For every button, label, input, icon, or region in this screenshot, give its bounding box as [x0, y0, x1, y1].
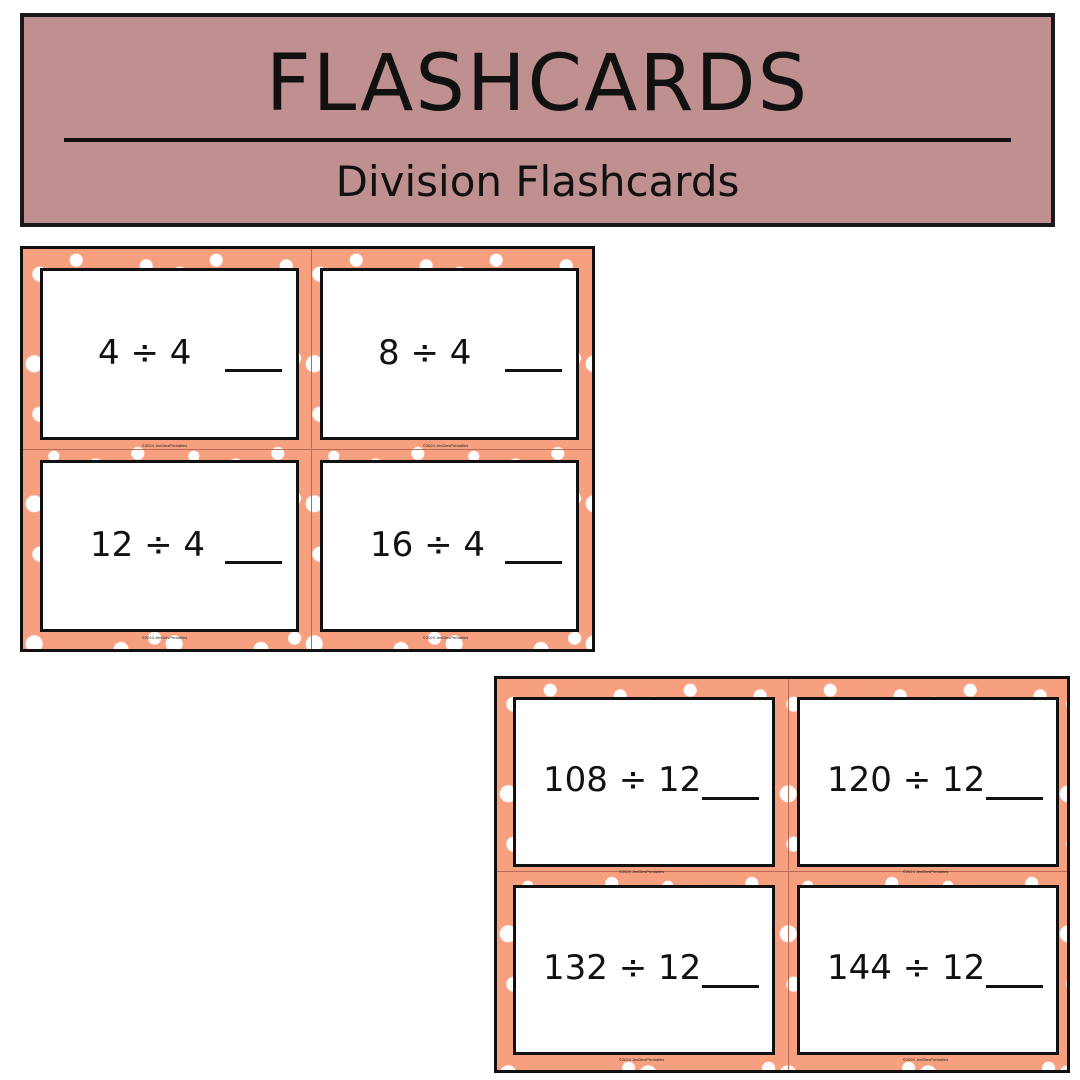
- flashcard-sheet-advanced: 108 ÷ 12 ©2024 JenDiesPrintables 120 ÷ 1…: [494, 676, 1070, 1073]
- flashcard-equation: 16 ÷ 4: [370, 525, 485, 565]
- copyright-note: ©2024 JenDiesPrintables: [903, 1057, 949, 1062]
- flashcard-equation: 132 ÷ 12: [543, 948, 702, 988]
- answer-blank: [986, 797, 1043, 800]
- flashcard-equation: 8 ÷ 4: [378, 333, 472, 373]
- flashcard-equation: 120 ÷ 12: [827, 760, 986, 800]
- answer-blank: [702, 985, 759, 988]
- flashcard: 108 ÷ 12: [513, 697, 775, 867]
- answer-blank: [986, 985, 1043, 988]
- copyright-note: ©2024 JenDiesPrintables: [619, 869, 665, 874]
- copyright-note: ©2024 JenDiesPrintables: [142, 443, 188, 448]
- sheet-cut-line: [497, 871, 1067, 872]
- flashcard: 4 ÷ 4: [40, 268, 299, 440]
- title-banner: FLASHCARDS Division Flashcards: [20, 13, 1055, 227]
- copyright-note: ©2024 JenDiesPrintables: [423, 443, 469, 448]
- answer-blank: [225, 561, 282, 564]
- flashcard-sheet-basic: 4 ÷ 4 ©2024 JenDiesPrintables 8 ÷ 4 ©202…: [20, 246, 595, 652]
- flashcard-equation: 4 ÷ 4: [98, 333, 192, 373]
- sheet-cut-line: [788, 679, 789, 1070]
- sheet-cut-line: [23, 449, 592, 450]
- flashcard: 16 ÷ 4: [320, 460, 579, 632]
- banner-divider: [64, 138, 1011, 142]
- flashcard-equation: 12 ÷ 4: [90, 525, 205, 565]
- answer-blank: [505, 369, 562, 372]
- banner-subtitle: Division Flashcards: [335, 157, 740, 206]
- copyright-note: ©2024 JenDiesPrintables: [142, 635, 188, 640]
- flashcard: 132 ÷ 12: [513, 885, 775, 1055]
- flashcard: 8 ÷ 4: [320, 268, 579, 440]
- answer-blank: [702, 797, 759, 800]
- answer-blank: [505, 561, 562, 564]
- answer-blank: [225, 369, 282, 372]
- copyright-note: ©2024 JenDiesPrintables: [903, 869, 949, 874]
- copyright-note: ©2024 JenDiesPrintables: [423, 635, 469, 640]
- flashcard: 120 ÷ 12: [797, 697, 1059, 867]
- copyright-note: ©2024 JenDiesPrintables: [619, 1057, 665, 1062]
- banner-title: FLASHCARDS: [265, 39, 810, 129]
- flashcard-equation: 108 ÷ 12: [543, 760, 702, 800]
- flashcard: 144 ÷ 12: [797, 885, 1059, 1055]
- flashcard-equation: 144 ÷ 12: [827, 948, 986, 988]
- flashcard: 12 ÷ 4: [40, 460, 299, 632]
